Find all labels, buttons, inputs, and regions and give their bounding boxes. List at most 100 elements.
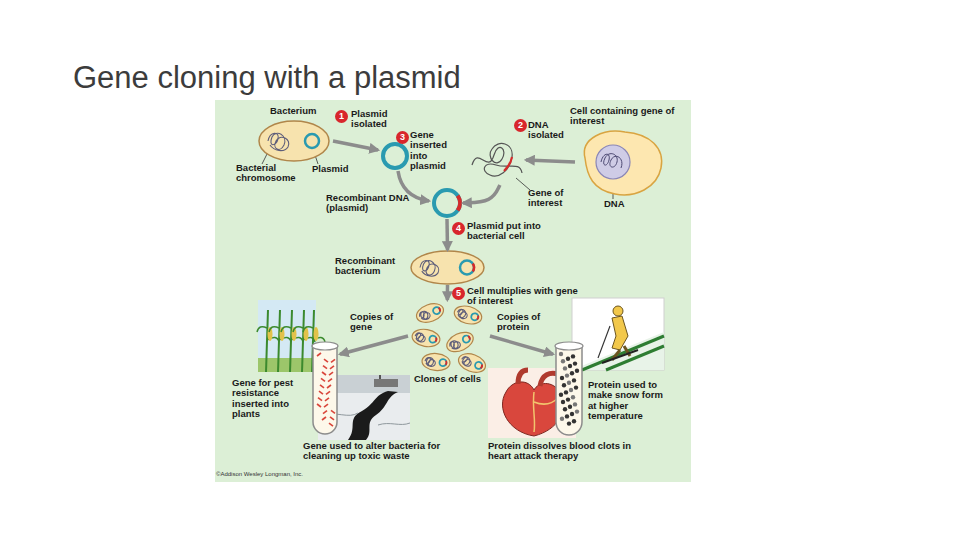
protein-copy — [569, 388, 573, 392]
protein-copy — [563, 407, 567, 411]
blood-vessel — [540, 373, 558, 386]
corn-leaf — [257, 327, 267, 332]
animal-cell — [584, 131, 661, 195]
clone-cell — [456, 350, 488, 376]
picture-frame — [572, 298, 664, 370]
bacterial-chromosome — [425, 357, 436, 367]
corn-picture: Gene for pest resistance inserted into p… — [258, 300, 316, 372]
test-tube — [556, 346, 582, 435]
node-label: Cell containing gene of interest — [570, 106, 685, 127]
step-label: Plasmid isolated — [351, 109, 399, 130]
gene-copy — [319, 391, 323, 394]
test-tube-rim — [555, 342, 583, 350]
dna-fragments — [472, 143, 522, 176]
corn-leaf — [269, 327, 279, 332]
step-arrow — [445, 219, 449, 250]
corn-stalk — [266, 310, 268, 372]
gene-copy — [330, 366, 334, 369]
donor-cell: Cell containing gene of interest — [575, 128, 665, 196]
node-label: Gene used to alter bacteria for cleaning… — [303, 441, 458, 462]
gene-fragment: Gene of interest — [468, 135, 526, 185]
shoreline — [318, 413, 410, 425]
step-arrow — [526, 160, 575, 162]
gene-copy — [330, 417, 334, 420]
step-label: Cell multiplies with gene of interest — [467, 286, 579, 307]
gene-copy — [324, 359, 328, 362]
gene-segment — [504, 157, 512, 171]
gene-copy — [331, 359, 335, 362]
plasmid-ring — [432, 306, 441, 315]
cell-wall — [452, 303, 483, 327]
far-shore — [318, 375, 410, 393]
node-outline — [258, 300, 316, 372]
slide-title: Gene cloning with a plasmid — [73, 62, 461, 93]
gene-tube: Copies of gene — [310, 340, 340, 435]
callout-number: 4 — [452, 222, 465, 235]
ski-pole — [598, 326, 610, 358]
protein-copy — [563, 366, 567, 370]
protein-copy — [571, 354, 575, 358]
gene-copy — [317, 353, 321, 356]
protein-copy — [560, 376, 564, 380]
gene-copy — [328, 379, 332, 382]
plasmid-ring — [429, 335, 437, 343]
inserted-gene — [473, 263, 474, 271]
skier-head — [613, 306, 623, 316]
inserted-gene — [435, 338, 436, 342]
step-label: Gene inserted into plasmid — [410, 130, 454, 171]
protein-copy — [575, 369, 579, 373]
node-outline — [410, 250, 485, 285]
gene-copy — [320, 385, 324, 388]
step-arrow — [463, 185, 500, 203]
node-outline — [258, 120, 330, 162]
blood-vessel — [518, 370, 528, 384]
clone-cell — [444, 328, 477, 355]
cell-wall — [444, 328, 477, 355]
inserted-gene — [468, 336, 470, 340]
step-arrow — [446, 285, 450, 300]
coronary-artery — [534, 398, 558, 404]
corn-stalk — [290, 310, 292, 372]
recombinant-bacterium: Recombinant bacterium — [410, 250, 485, 285]
inserted-gene — [481, 364, 483, 368]
test-tube — [313, 346, 337, 434]
cell-wall — [456, 350, 488, 376]
gene-copy — [329, 372, 333, 375]
protein-copy — [570, 412, 574, 416]
gene-copy — [317, 404, 321, 407]
node-outline — [431, 187, 463, 219]
gene-copy — [322, 417, 326, 420]
protein-copy — [572, 378, 576, 382]
node-outline — [575, 128, 665, 196]
oil-spill — [348, 391, 398, 440]
node-label: Bacterium — [270, 106, 330, 116]
protein-copy — [565, 414, 569, 418]
protein-copy — [566, 357, 570, 361]
step-label: Plasmid put into bacterial cell — [467, 221, 567, 242]
copyright-note: ©Addison Wesley Longman, Inc. — [216, 471, 303, 477]
protein-copy — [570, 371, 574, 375]
heart-organ — [502, 382, 563, 436]
node-outline — [310, 340, 340, 435]
node-label: Gene of interest — [528, 188, 573, 209]
corn-stalk — [312, 310, 314, 372]
gene-copy — [322, 372, 326, 375]
step-label: DNA isolated — [528, 120, 576, 141]
callout-number: 1 — [335, 110, 348, 123]
protein-copy — [568, 405, 572, 409]
inserted-gene — [477, 316, 479, 320]
gene-copy — [327, 385, 331, 388]
gene-copy — [323, 366, 327, 369]
cell-wall — [414, 300, 446, 326]
picture-frame — [488, 368, 576, 438]
protein-copy — [575, 409, 579, 413]
dna-strand — [601, 154, 622, 168]
protein-copy — [567, 421, 571, 425]
bacterial-chromosome — [268, 133, 289, 150]
protein-copy — [571, 395, 575, 399]
protein-copy — [574, 385, 578, 389]
gene-copy — [324, 404, 328, 407]
protein-copy — [573, 402, 577, 406]
node-label: Gene for pest resistance inserted into p… — [232, 378, 308, 419]
